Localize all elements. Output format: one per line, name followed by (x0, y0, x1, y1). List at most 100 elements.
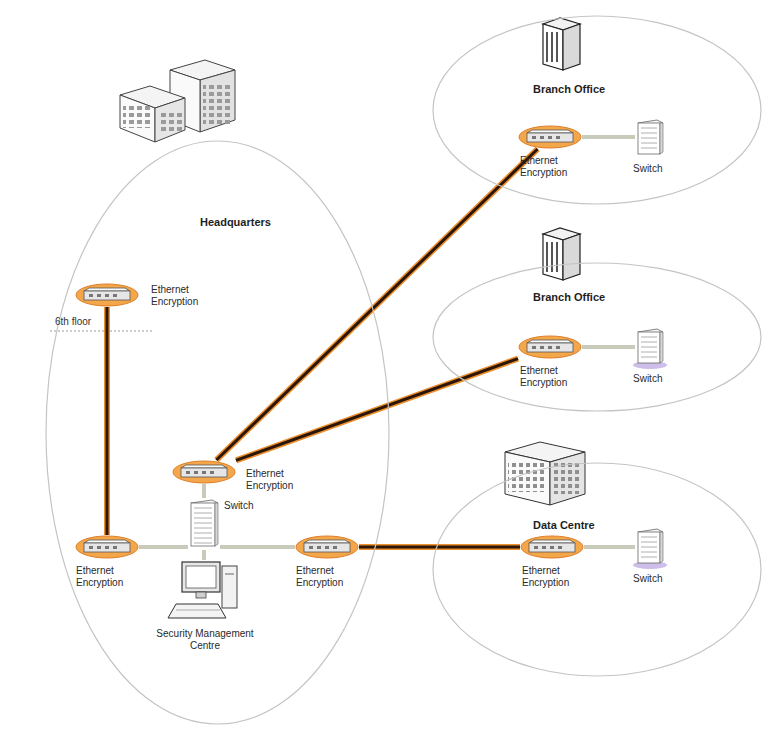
device-halo (76, 284, 138, 306)
switch-slot (641, 138, 657, 139)
device-port (97, 294, 101, 297)
switch-shape (635, 327, 665, 367)
device-port (202, 471, 206, 474)
encryption-device: Ethernet Encryption (75, 283, 139, 307)
switch-body (638, 123, 660, 154)
region-shape (432, 462, 762, 677)
device-port (548, 346, 552, 349)
computer-drive (225, 574, 234, 575)
device-port (89, 294, 93, 297)
device-halo (519, 126, 581, 148)
computer-keyboard (168, 604, 226, 618)
switch-slot (194, 523, 212, 524)
switch-shape (635, 118, 665, 158)
device-top (529, 540, 575, 543)
link-line (584, 545, 635, 549)
device-top (527, 340, 573, 343)
switch-slot (641, 148, 657, 149)
enc-shape (518, 335, 582, 359)
device-label: Ethernet Encryption (76, 565, 138, 589)
switch-side (660, 123, 663, 154)
branch-office-building (543, 228, 580, 280)
computer-monitor (182, 562, 220, 592)
link-line (202, 550, 206, 560)
device-port (113, 294, 117, 297)
management-station: Security Management Centre (168, 560, 240, 622)
link-line (220, 545, 295, 549)
region-outline (433, 263, 761, 411)
site-heading: Data Centre (533, 519, 595, 531)
device-port (105, 546, 109, 549)
link-glow (216, 149, 537, 460)
switch-slot (641, 143, 657, 144)
link-core (216, 149, 537, 460)
region-shape (432, 15, 762, 205)
switch-slot (641, 537, 657, 538)
device-port (186, 471, 190, 474)
device-label: Ethernet Encryption (522, 565, 584, 589)
device-label: Switch (633, 373, 683, 385)
switch-slot (194, 543, 212, 544)
switch-slot (194, 533, 212, 534)
network-switch: Switch (188, 498, 220, 550)
encrypted-link (359, 547, 520, 548)
lan-link (220, 547, 295, 548)
encrypted-link (216, 149, 537, 460)
switch-slot (641, 128, 657, 129)
computer-tower (222, 566, 237, 608)
device-top (84, 540, 130, 543)
link-line (202, 484, 206, 498)
lan-link (204, 484, 205, 498)
switch-slot (641, 347, 657, 348)
enc-shape (518, 125, 582, 149)
keyboard-row (176, 610, 220, 611)
site-region: Ethernet EncryptionEthernet EncryptionEt… (45, 140, 390, 725)
headquarters-building (120, 60, 235, 142)
switch-slot (194, 508, 212, 509)
lan-link (139, 547, 188, 548)
floor-label: 6th floor (55, 316, 91, 327)
device-body (181, 468, 227, 477)
encryption-device: Ethernet Encryption (295, 535, 359, 559)
encryption-device: Ethernet Encryption (518, 125, 582, 149)
device-port (89, 546, 93, 549)
floor-divider (50, 331, 152, 332)
link-glow (104, 307, 110, 535)
region-outline (433, 16, 761, 204)
switch-slot (641, 547, 657, 548)
device-halo (519, 336, 581, 358)
device-top (304, 540, 350, 543)
device-port (534, 546, 538, 549)
device-label: Ethernet Encryption (520, 365, 582, 389)
switch-slot (641, 557, 657, 558)
device-top (181, 465, 227, 468)
device-label: Ethernet Encryption (296, 565, 358, 589)
link-glow (236, 359, 518, 461)
enc-shape (520, 535, 584, 559)
device-port (210, 471, 214, 474)
site-heading: Branch Office (533, 291, 605, 303)
device-label: Security Management Centre (149, 628, 261, 652)
encrypted-link (107, 307, 108, 535)
site-region: Ethernet EncryptionSwitchBranch Office (432, 15, 762, 205)
switch-body (638, 532, 660, 563)
device-label: Ethernet Encryption (520, 155, 582, 179)
device-body (527, 133, 573, 142)
device-port (540, 136, 544, 139)
branch-office-building (543, 18, 580, 70)
encryption-device: Ethernet Encryption (520, 535, 584, 559)
network-switch: Switch (635, 527, 665, 567)
device-port (113, 546, 117, 549)
encrypted-link (236, 359, 518, 461)
device-port (556, 136, 560, 139)
switch-slot (194, 528, 212, 529)
switch-slot (194, 538, 212, 539)
device-port (105, 294, 109, 297)
device-label: Ethernet Encryption (246, 468, 308, 492)
switch-shape (188, 498, 220, 550)
link-line (582, 135, 635, 139)
region-outline (433, 463, 761, 676)
switch-slot (641, 133, 657, 134)
device-body (304, 543, 350, 552)
